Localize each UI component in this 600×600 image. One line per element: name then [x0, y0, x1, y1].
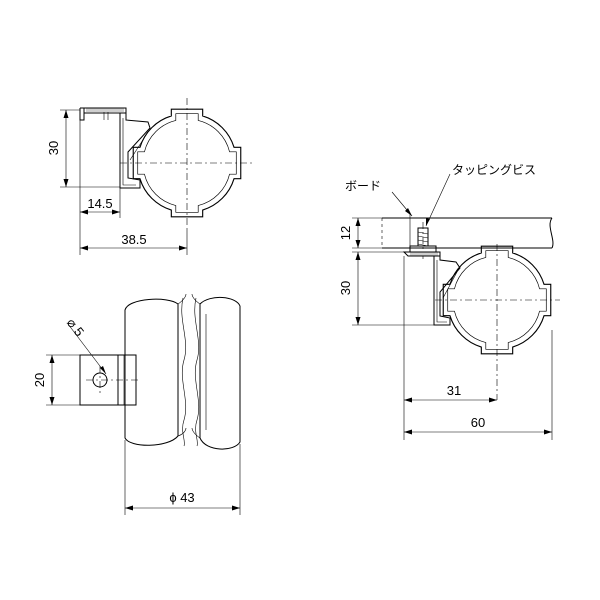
- dim-height-label: 30: [46, 141, 61, 155]
- dimension-width-top-left: 38.5: [79, 218, 188, 255]
- dim-width-label: 38.5: [121, 232, 146, 247]
- dim-center-label: 31: [447, 383, 461, 398]
- board: [381, 214, 554, 252]
- label-board: ボード: [345, 179, 381, 193]
- dimension-offset-top-left: 14.5: [79, 120, 121, 218]
- pipe-side-right: [191, 293, 241, 450]
- bracket-clip-top-left: [79, 107, 151, 189]
- dimension-center: 31: [403, 256, 497, 440]
- dim-offset-label: 14.5: [87, 196, 112, 211]
- bracket-clip-right: [402, 251, 461, 326]
- view-top-left: 30 14.5 38.5: [46, 98, 252, 255]
- label-tapping-screw: タッピングビス: [452, 163, 536, 177]
- dimension-height-right: 30: [338, 251, 434, 326]
- dim-board-label: 12: [338, 226, 353, 240]
- dim-height-bottom-label: 20: [32, 373, 47, 387]
- pipe-side-left: [124, 293, 187, 446]
- dim-hole-label: ⌀ 5: [64, 315, 87, 339]
- dimension-hole: ⌀ 5: [64, 315, 107, 375]
- dimension-height-top-left: 30: [46, 109, 120, 188]
- clip-front-bottom-left: [79, 354, 140, 406]
- dimension-diameter: ϕ 43: [124, 440, 241, 515]
- dim-height-right-label: 30: [338, 281, 353, 295]
- dimension-height-bottom-left: 20: [32, 354, 80, 406]
- dimension-board: 12: [338, 217, 382, 249]
- view-bottom-left: ⌀ 5 20 ϕ 43: [32, 293, 241, 515]
- view-right: ボード タッピングビス 12 30: [338, 163, 560, 440]
- dim-diameter-label: ϕ 43: [169, 490, 194, 505]
- dimension-total: 60: [404, 330, 553, 440]
- dim-total-label: 60: [471, 415, 485, 430]
